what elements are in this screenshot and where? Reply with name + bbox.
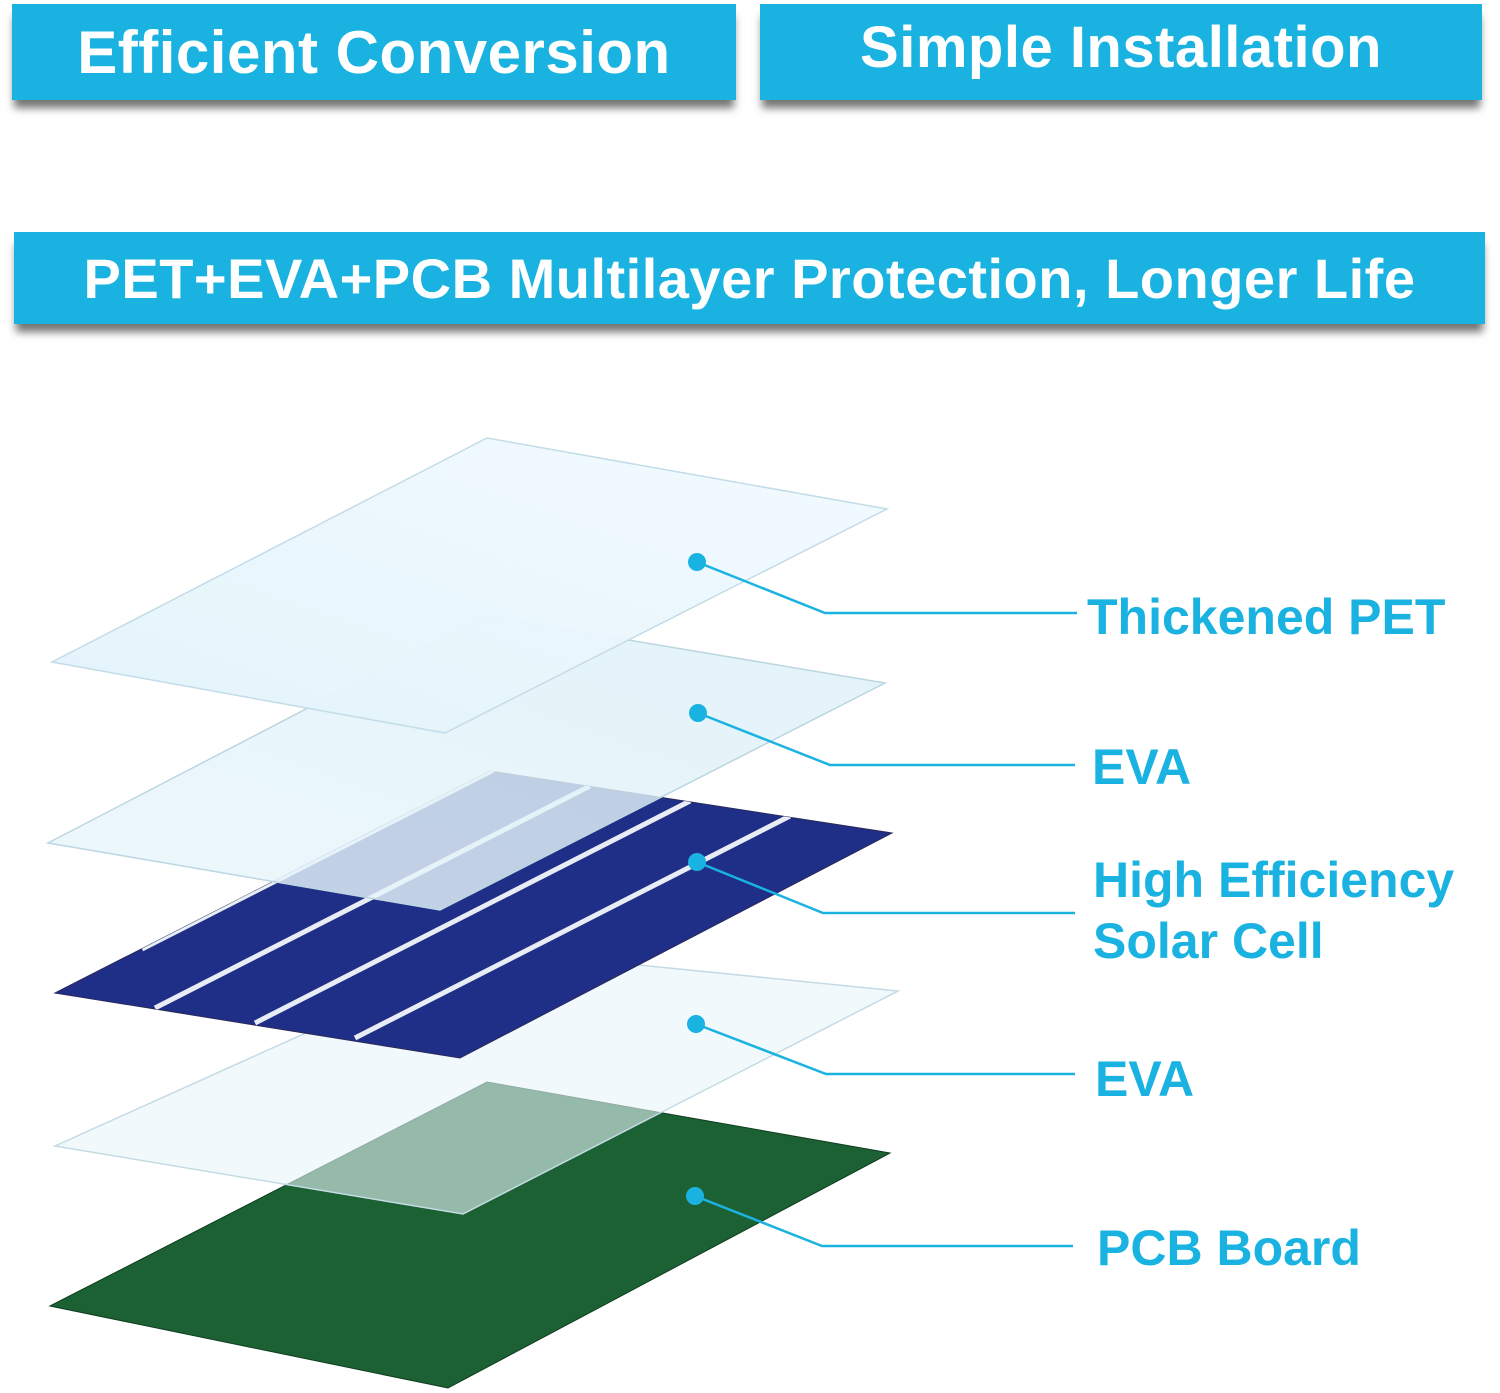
solar-cell-leader-line bbox=[696, 860, 1075, 915]
eva-bottom-marker-dot bbox=[687, 1015, 705, 1033]
pcb-leader-line bbox=[694, 1194, 1073, 1248]
label-eva-top: EVA bbox=[1092, 739, 1191, 795]
label-thickened-pet: Thickened PET bbox=[1087, 589, 1445, 645]
pcb-marker-dot bbox=[686, 1187, 704, 1205]
banner-simple-installation: Simple Installation bbox=[760, 4, 1482, 100]
banner-installation-text: Simple Installation bbox=[860, 14, 1382, 80]
label-pcb-board: PCB Board bbox=[1097, 1220, 1361, 1276]
banner-multilayer-protection: PET+EVA+PCB Multilayer Protection, Longe… bbox=[14, 232, 1485, 324]
eva-top-marker-dot bbox=[689, 704, 707, 722]
eva-top-leader-line bbox=[697, 711, 1075, 767]
pet-marker-dot bbox=[688, 553, 706, 571]
label-solar-cell-line2: Solar Cell bbox=[1093, 913, 1324, 969]
banner-efficient-text: Efficient Conversion bbox=[77, 18, 671, 86]
eva-bottom-leader-line bbox=[695, 1022, 1075, 1076]
pet-leader-line bbox=[696, 560, 1077, 615]
label-solar-cell-line1: High Efficiency bbox=[1093, 852, 1454, 908]
pet-top-layer bbox=[49, 437, 890, 734]
banner-protection-text: PET+EVA+PCB Multilayer Protection, Longe… bbox=[83, 246, 1416, 310]
label-eva-bottom: EVA bbox=[1095, 1051, 1194, 1107]
banner-efficient-conversion: Efficient Conversion bbox=[12, 4, 736, 100]
solar-cell-marker-dot bbox=[688, 853, 706, 871]
